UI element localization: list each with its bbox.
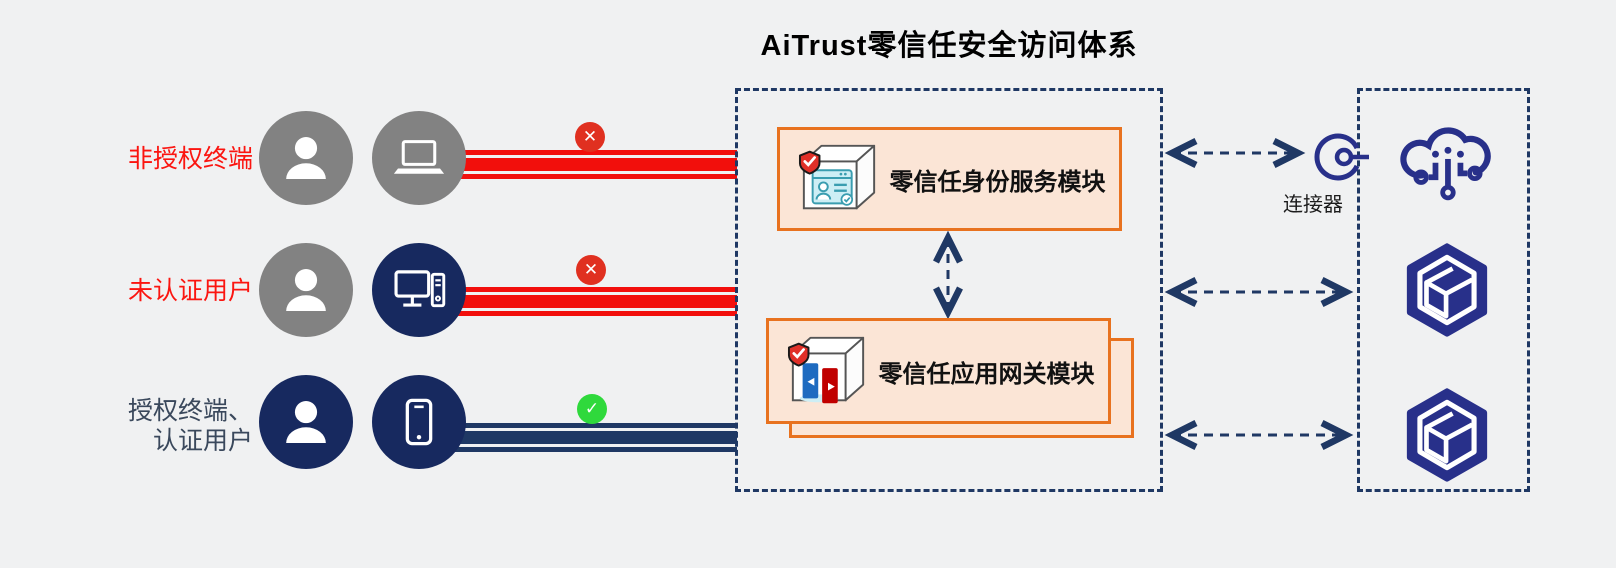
blocked-badge: ✕	[576, 255, 606, 285]
cloud-network-icon	[1400, 127, 1491, 201]
actor-label-line2: 认证用户	[152, 427, 253, 455]
user-icon	[278, 130, 334, 186]
laptop-icon	[391, 130, 447, 186]
zero-trust-system-boundary	[735, 88, 1163, 492]
app-cube-icon	[1406, 243, 1488, 337]
device-circle	[372, 375, 466, 469]
allowed-connection-line	[450, 423, 737, 452]
blocked-connection-line	[450, 287, 737, 316]
connector-icon	[1314, 133, 1369, 181]
desktop-icon	[390, 261, 448, 319]
blocked-badge: ✕	[575, 122, 605, 152]
actor-label-unauthenticated-user: 未认证用户	[127, 277, 253, 305]
resources-boundary	[1357, 88, 1530, 492]
diagram-title: AiTrust零信任安全访问体系	[760, 30, 1138, 62]
allowed-badge: ✓	[577, 394, 607, 424]
blocked-connection-line	[450, 150, 737, 179]
device-circle	[372, 111, 466, 205]
actor-label-authorized: 授权终端、 认证用户	[40, 396, 253, 456]
app-gateway-module: 零信任应用网关模块	[766, 318, 1111, 424]
user-circle	[259, 111, 353, 205]
user-icon	[278, 394, 334, 450]
app-gateway-module-label: 零信任应用网关模块	[878, 360, 1095, 388]
identity-service-module-label: 零信任身份服务模块	[889, 168, 1106, 196]
actor-label-unauthorized-terminal: 非授权终端	[127, 145, 253, 173]
device-circle	[372, 243, 466, 337]
app-cube-icon	[1406, 388, 1488, 482]
identity-service-box-icon	[796, 138, 882, 220]
user-circle	[259, 375, 353, 469]
user-circle	[259, 243, 353, 337]
smartphone-icon	[391, 394, 447, 450]
identity-service-module: 零信任身份服务模块	[777, 127, 1122, 231]
actor-label-line1: 授权终端、	[127, 397, 253, 425]
connector-label: 连接器	[1283, 194, 1343, 216]
user-icon	[278, 262, 334, 318]
app-gateway-box-icon	[785, 330, 871, 412]
